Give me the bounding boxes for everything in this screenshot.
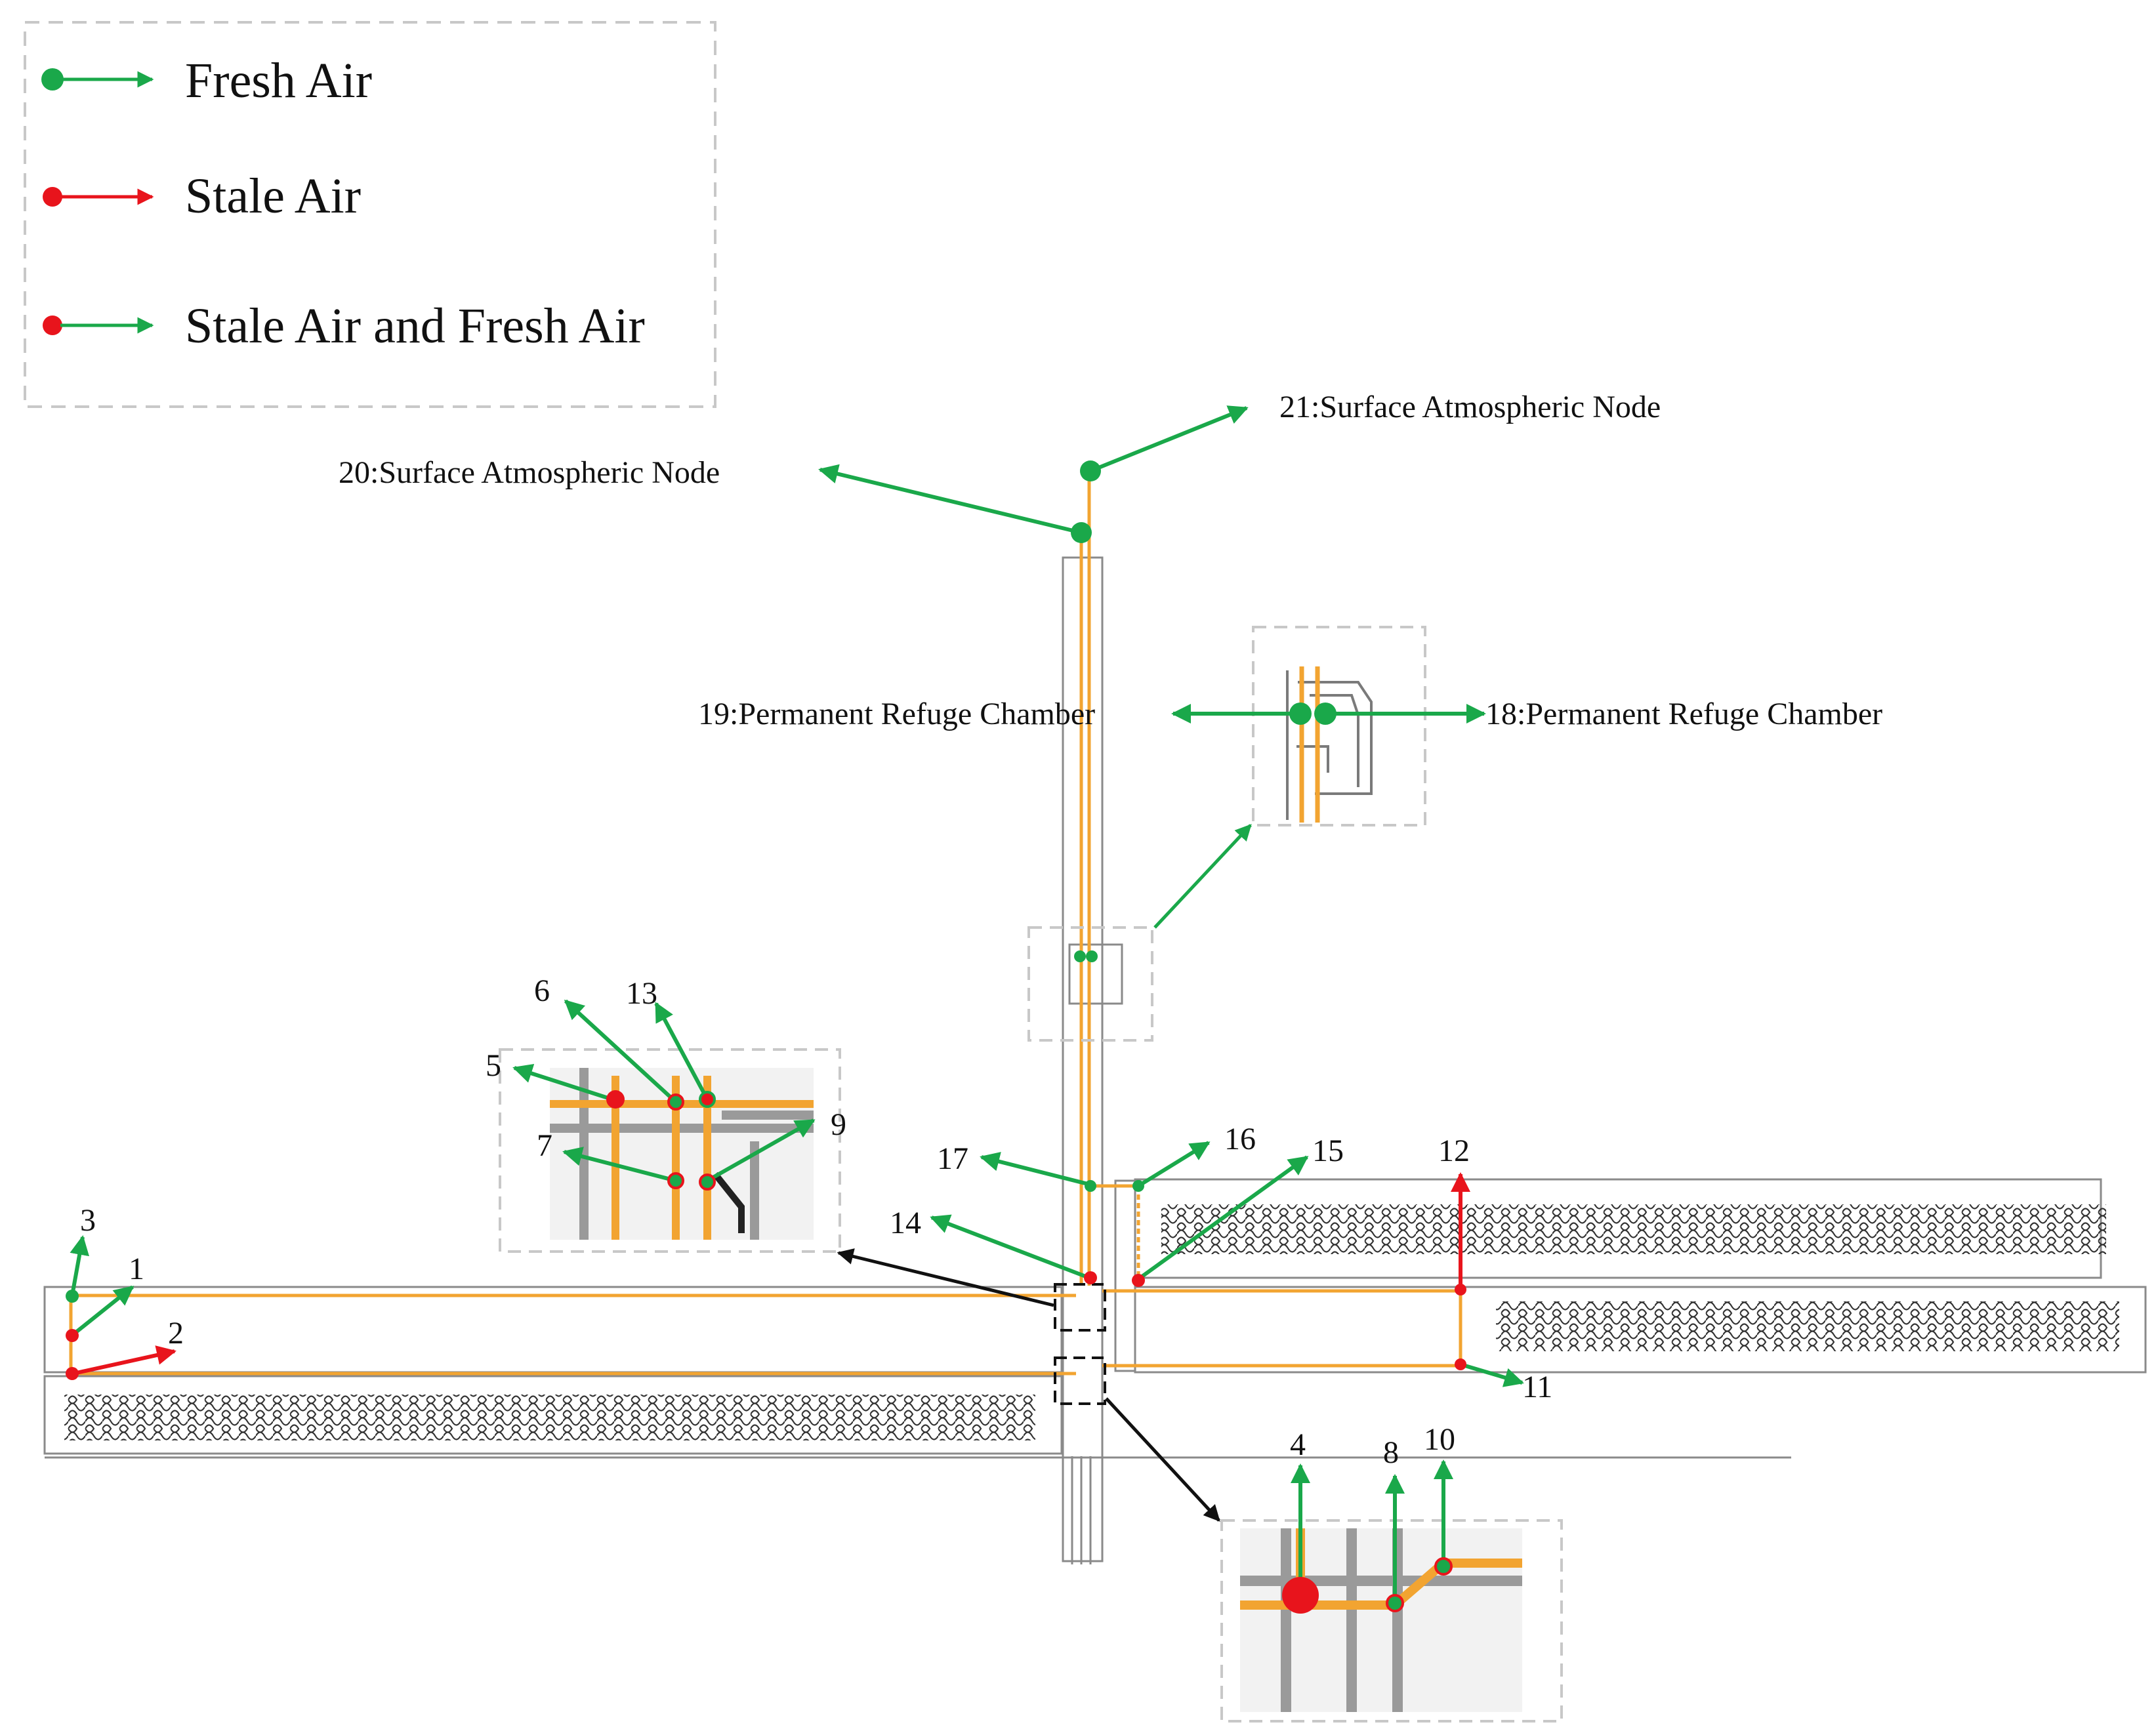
dot-node-4 [1282,1577,1319,1614]
callout-frame-right-junction [1220,1519,1563,1723]
left-upper-roadway [43,1286,1063,1374]
dot-node-3 [66,1290,79,1303]
legend-stale-dot [43,187,62,207]
label-node-20: 20:Surface Atmospheric Node [339,455,720,490]
label-node-12: 12 [1438,1133,1470,1168]
label-node-7: 7 [537,1128,552,1163]
label-node-19: 19:Permanent Refuge Chamber [698,697,1095,731]
label-node-2: 2 [168,1316,184,1351]
pointer-to-right-inset [1105,1397,1220,1522]
callout-frame-refuge-source [1027,926,1153,1042]
arrow-node-9 [706,1118,816,1183]
legend-item-fresh: Fresh Air [41,53,372,108]
bracket-upper-junction [1054,1283,1106,1332]
right-inset-airway [1240,1559,1522,1610]
node-labels: 1 2 3 4 5 6 7 8 9 10 11 12 13 14 15 16 1… [80,390,1882,1470]
legend-fresh-dot [41,68,64,91]
label-node-15: 15 [1312,1133,1344,1168]
callout-frame-left-junction [499,1048,841,1253]
inset-refuge-chamber [1286,666,1373,823]
legend: Fresh Air Stale Air Stale Air and Fresh … [24,21,716,408]
dot-node-19 [1289,703,1312,725]
arrow-node-3 [70,1235,89,1296]
callout-frame-refuge [1252,626,1426,826]
left-lower-panel [43,1375,1063,1455]
dot-node-14 [1084,1271,1097,1284]
legend-fresh-label: Fresh Air [185,53,372,108]
refuge-inset-outline [1286,670,1373,820]
dot-node-21 [1080,460,1101,481]
dot-node-8 [1386,1594,1404,1612]
arrow-node-15 [1137,1155,1309,1281]
dot-node-11 [1455,1358,1466,1370]
label-node-1: 1 [129,1252,144,1286]
dot-node-9 [699,1173,716,1191]
arrow-node-21 [1089,405,1249,473]
dot-node-5 [606,1090,625,1109]
dot-node-7 [667,1172,684,1189]
legend-frame [24,21,716,408]
left-inset-dark-road [713,1172,745,1233]
right-upper-coal-face [1161,1204,2106,1254]
dot-node-17 [1085,1180,1096,1192]
dot-refuge-1 [1074,950,1086,962]
label-node-3: 3 [80,1203,96,1238]
legend-item-mixed: Stale Air and Fresh Air [43,298,645,354]
dot-node-13 [699,1091,716,1108]
pointer-to-left-inset [837,1248,1054,1307]
dot-node-12 [1455,1284,1466,1295]
label-node-9: 9 [831,1107,846,1142]
dot-node-15 [1132,1274,1145,1287]
legend-mixed-label: Stale Air and Fresh Air [185,298,645,354]
arrow-node-16 [1137,1141,1211,1188]
dot-node-16 [1132,1180,1144,1192]
inset-right-junction [1240,1528,1522,1712]
dot-node-18 [1314,703,1337,725]
arrow-node-17 [980,1152,1091,1187]
label-node-4: 4 [1290,1427,1306,1462]
dot-node-1 [66,1329,79,1342]
pointer-to-refuge-inset [1153,824,1252,929]
dot-refuge-2 [1086,950,1098,962]
arrow-node-20 [818,464,1082,535]
label-node-6: 6 [534,973,550,1008]
dot-node-10 [1434,1557,1453,1576]
label-node-13: 13 [626,976,657,1011]
label-node-17: 17 [937,1141,968,1176]
arrow-node-5 [512,1063,611,1101]
left-coal-face [64,1395,1035,1440]
arrow-node-6 [564,999,678,1104]
right-lower-coal-face [1496,1301,2119,1351]
dot-node-6 [667,1093,684,1111]
legend-mixed-dot [43,316,62,335]
label-node-21: 21:Surface Atmospheric Node [1279,390,1661,424]
label-node-16: 16 [1224,1122,1256,1156]
legend-item-stale: Stale Air [43,169,361,224]
airway-network [69,471,1462,1376]
label-node-14: 14 [890,1206,921,1240]
dot-node-20 [1071,522,1092,543]
legend-stale-label: Stale Air [185,169,361,224]
arrow-node-13 [654,1002,709,1101]
node-dots [66,460,1466,1614]
arrow-node-14 [930,1214,1090,1280]
flow-arrows [70,405,1524,1600]
arrow-node-2 [73,1345,176,1376]
label-node-11: 11 [1522,1370,1552,1404]
label-node-18: 18:Permanent Refuge Chamber [1485,697,1882,731]
dot-node-2 [66,1367,79,1380]
junction-brackets [1054,1283,1106,1405]
arrow-node-7 [562,1147,676,1183]
refuge-chamber-outline [1068,943,1123,1005]
label-node-8: 8 [1383,1435,1399,1470]
inset-pointers [837,824,1252,1522]
arrow-node-11 [1460,1362,1524,1387]
bracket-lower-junction [1054,1356,1106,1405]
arrow-node-1 [72,1285,135,1336]
central-connector-box [1114,1179,1136,1372]
label-node-10: 10 [1424,1422,1455,1457]
label-node-5: 5 [486,1048,501,1083]
callout-frames [499,626,1563,1723]
